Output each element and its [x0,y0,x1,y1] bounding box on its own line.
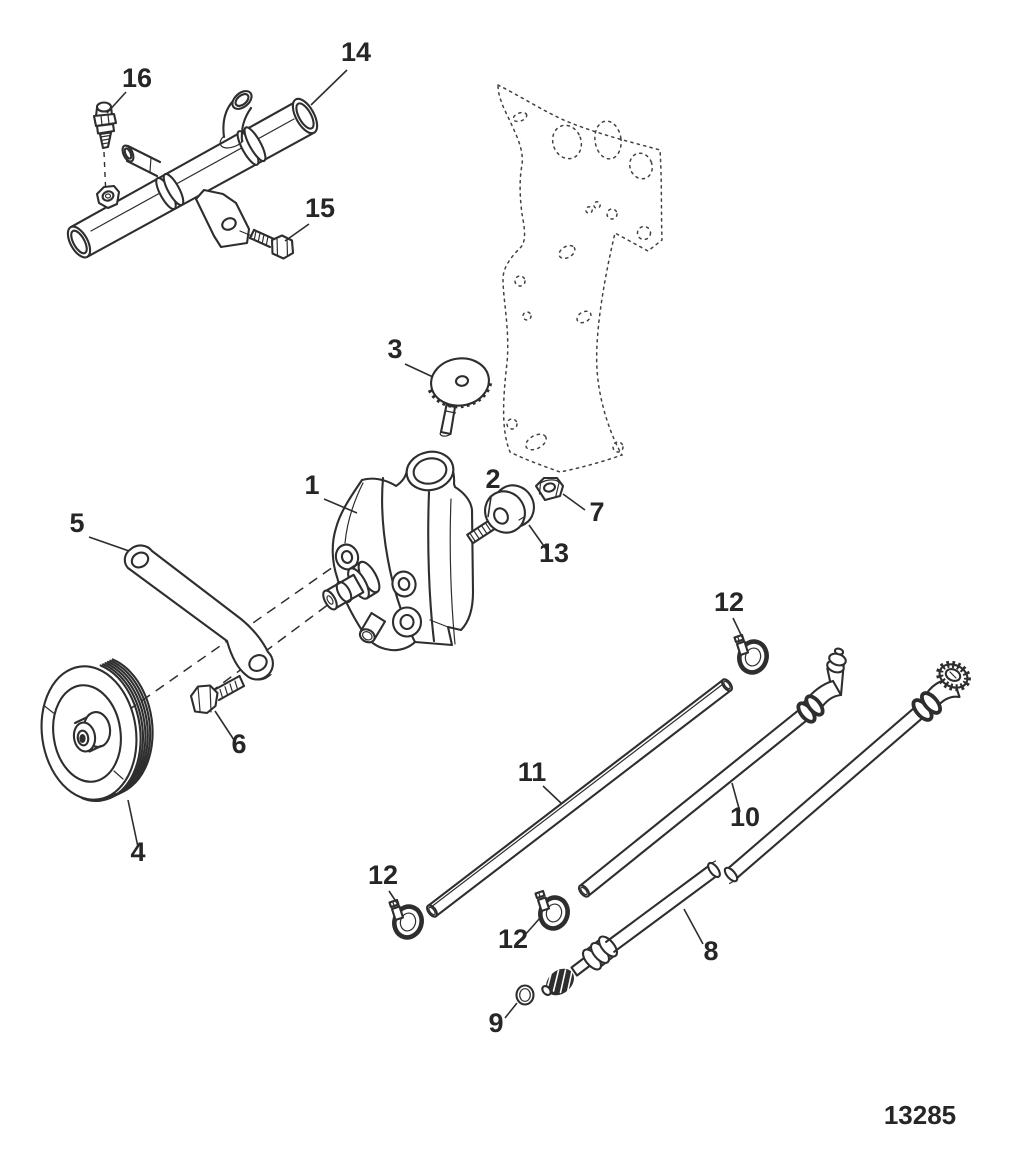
bolt-15 [248,228,295,260]
callout-16: 16 [122,63,152,93]
axis-dashed-line [99,559,344,731]
hose-8 [541,660,971,996]
pump-1 [322,450,475,652]
callout-6: 6 [231,729,246,759]
callout-9: 9 [488,1008,503,1038]
callout-11: 11 [518,757,547,787]
water-tube-assembly-14 [66,90,319,259]
clamp-12-b [390,900,426,941]
callout-12-c: 12 [498,924,528,954]
tube-11 [426,678,733,918]
cap-3 [427,357,493,437]
callout-15: 15 [305,193,335,223]
callout-12-a: 12 [714,587,744,617]
bolt-6 [189,674,246,715]
brace-5 [123,544,274,681]
leader-lines [88,69,745,1019]
drawing-number: 13285 [884,1100,956,1130]
callout-7: 7 [589,497,604,527]
pulley-4 [40,658,154,803]
o-ring-9 [515,984,535,1006]
manifold-ghost-outline [497,83,663,473]
callout-5: 5 [69,508,84,538]
fitting-16 [92,101,118,187]
callout-3: 3 [387,334,402,364]
clamp-12-a [735,635,771,676]
callout-14: 14 [341,37,371,67]
callout-10: 10 [730,802,760,832]
clamp-12-c [536,891,572,932]
spacer-13 [484,484,535,534]
callout-8: 8 [703,936,718,966]
callout-1: 1 [304,470,319,500]
callout-2: 2 [485,464,500,494]
callout-12-b: 12 [368,860,398,890]
callout-13: 13 [539,538,569,568]
hose-10 [577,647,847,898]
nut-7 [534,476,565,502]
callout-4: 4 [130,837,145,867]
